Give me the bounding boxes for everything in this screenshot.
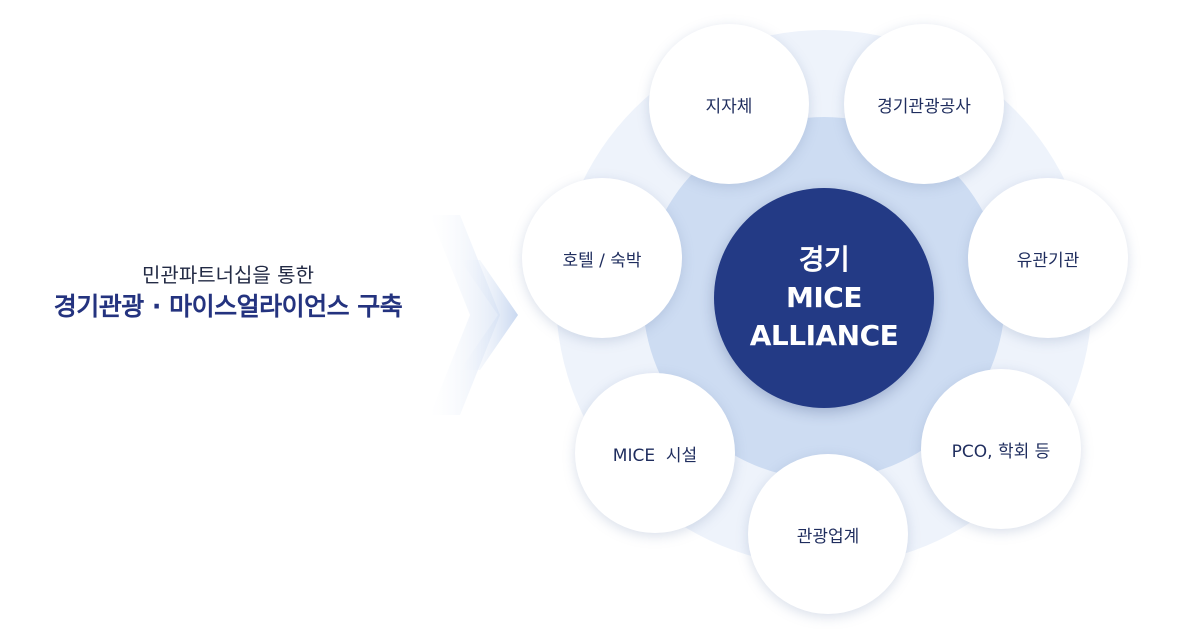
node-tourism-industry: 관광업계 (748, 454, 908, 614)
node-tourism-organization: 경기관광공사 (844, 24, 1004, 184)
node-label: MICE 시설 (612, 445, 698, 466)
node-label: 호텔 / 숙박 (562, 250, 642, 271)
center-line-3: ALLIANCE (749, 319, 899, 352)
node-label: 관광업계 (796, 526, 860, 547)
chevron-arrows-icon (430, 215, 518, 415)
node-label: 지자체 (705, 96, 753, 117)
diagram-caption: 민관파트너십을 통한 경기관광 · 마이스얼라이언스 구축 (0, 262, 456, 324)
node-hotel-lodging: 호텔 / 숙박 (522, 178, 682, 338)
caption-subtitle: 민관파트너십을 통한 (142, 263, 314, 287)
center-line-1: 경기 (798, 243, 850, 276)
node-pco-societies: PCO, 학회 등 (921, 369, 1081, 529)
center-line-2: MICE (786, 281, 862, 314)
node-label: 유관기관 (1016, 250, 1080, 271)
node-label: PCO, 학회 등 (951, 441, 1051, 462)
node-local-government: 지자체 (649, 24, 809, 184)
caption-title: 경기관광 · 마이스얼라이언스 구축 (53, 292, 403, 321)
node-label: 경기관광공사 (877, 96, 971, 117)
center-circle: 경기 MICE ALLIANCE (714, 188, 934, 408)
node-related-agencies: 유관기관 (968, 178, 1128, 338)
node-mice-facilities: MICE 시설 (575, 373, 735, 533)
